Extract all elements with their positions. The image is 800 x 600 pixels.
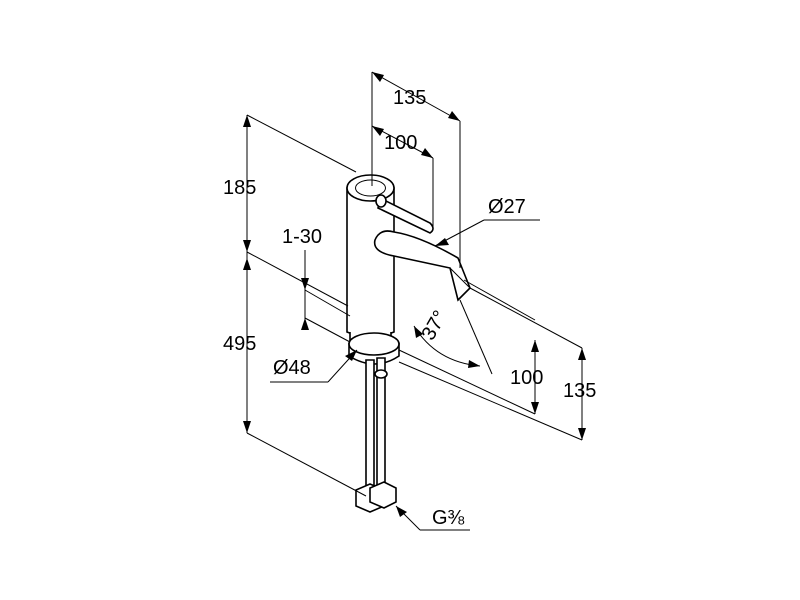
dim-diameter-48: Ø48 — [273, 357, 311, 379]
dim-100-right: 100 — [510, 367, 543, 389]
dim-diameter-27: Ø27 — [488, 196, 526, 218]
dim-135-top: 135 — [393, 87, 426, 109]
dim-100-top: 100 — [384, 132, 417, 154]
dim-135-right: 135 — [563, 380, 596, 402]
faucet-body — [346, 174, 471, 513]
dimension-lines — [243, 71, 586, 531]
dim-495: 495 — [223, 333, 256, 355]
dim-1-30: 1-30 — [282, 226, 322, 248]
dim-thread-g38: G⅜ — [432, 507, 465, 529]
dim-185: 185 — [223, 177, 256, 199]
